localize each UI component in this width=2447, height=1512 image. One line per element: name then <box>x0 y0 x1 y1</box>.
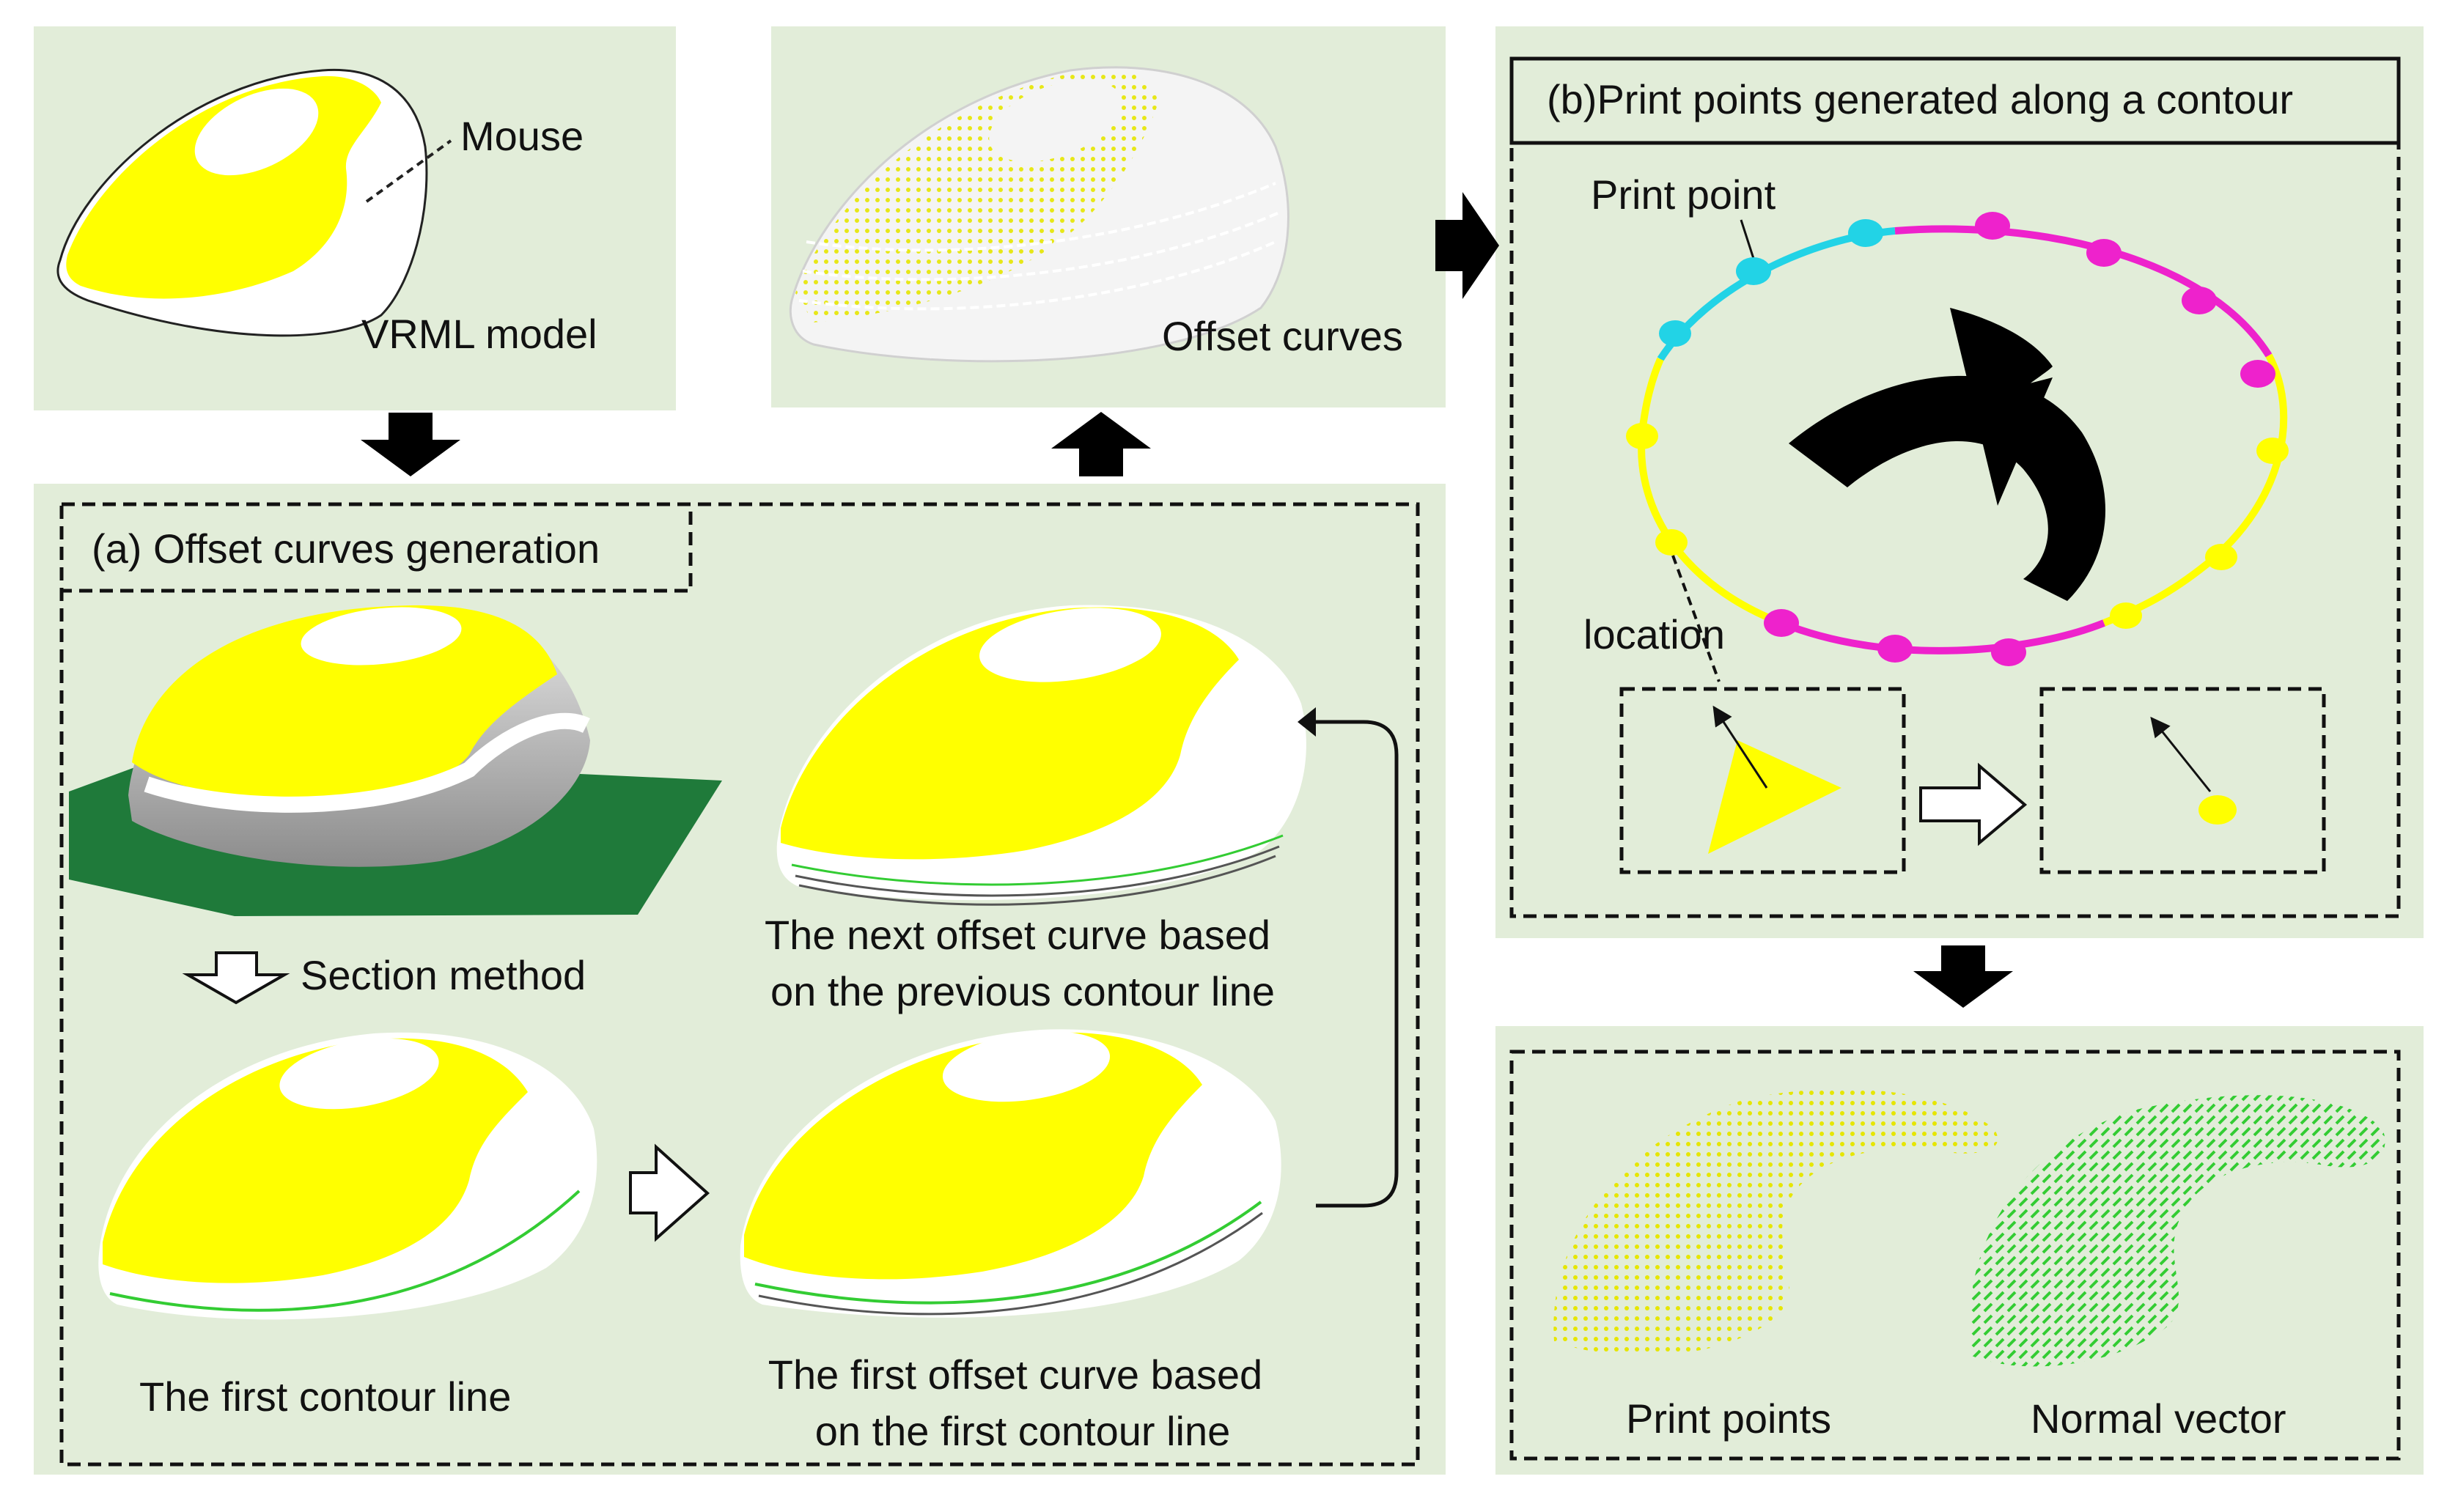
bracket-arrowhead <box>1298 707 1316 737</box>
location-label: location <box>1583 611 1725 657</box>
section-method-label: Section method <box>301 952 586 998</box>
results-frame <box>1509 1050 2401 1461</box>
yellow-triangle <box>1708 740 1841 854</box>
yellow-point <box>2198 795 2237 825</box>
curved-arrow-body <box>1789 375 2106 601</box>
point-inset <box>2039 687 2326 874</box>
first-offset-line2: on the first contour line <box>815 1408 1231 1454</box>
print-point-label: Print point <box>1591 172 1776 218</box>
normal-arrow-right <box>2150 716 2212 792</box>
print-points <box>1626 212 2289 666</box>
next-offset-mouse <box>776 605 1306 906</box>
hollow-arrow-icon <box>1919 762 2028 847</box>
first-contour-label: The first contour line <box>139 1373 511 1420</box>
next-curve-line1: The next offset curve based <box>765 912 1270 958</box>
location-inset <box>1619 687 1906 874</box>
print-points-cloud <box>1553 1088 1998 1356</box>
hollow-arrow-icon <box>182 951 290 1005</box>
panel-b-title-box <box>1509 56 2401 145</box>
panel-b-title: (b)Print points generated along a contou… <box>1547 76 2293 122</box>
bracket-icon <box>1316 720 1399 1208</box>
hollow-arrow-icon <box>629 1143 710 1242</box>
offset-curves-mouse <box>789 66 1289 363</box>
mouse-leader-line <box>365 139 452 203</box>
print-points-label: Print points <box>1626 1395 1831 1442</box>
first-contour-mouse <box>98 1032 597 1320</box>
normal-arrow-left <box>1712 705 1768 789</box>
panel-a-frame <box>59 502 1420 1467</box>
normal-vector-label: Normal vector <box>2031 1395 2286 1442</box>
first-offset-mouse <box>740 1029 1281 1318</box>
solid-arrow-icon <box>1435 192 1499 299</box>
solid-arrow-icon <box>1913 945 2013 1008</box>
offset-curves-label: Offset curves <box>1162 313 1403 359</box>
next-curve-line2: on the previous contour line <box>770 968 1275 1014</box>
mouse-label: Mouse <box>460 113 584 159</box>
panel-a-title: (a) Offset curves generation <box>92 525 600 572</box>
location-leader <box>1671 555 1721 682</box>
normal-vector-cloud <box>1969 1095 2385 1367</box>
panel-a-title-box <box>59 502 693 593</box>
solid-arrow-icon <box>361 413 460 476</box>
section-mouse <box>69 604 722 916</box>
vrml-mouse <box>56 68 428 337</box>
first-offset-line1: The first offset curve based <box>768 1351 1262 1398</box>
solid-arrow-icon <box>1051 412 1151 476</box>
vrml-model-label: VRML model <box>361 311 597 357</box>
